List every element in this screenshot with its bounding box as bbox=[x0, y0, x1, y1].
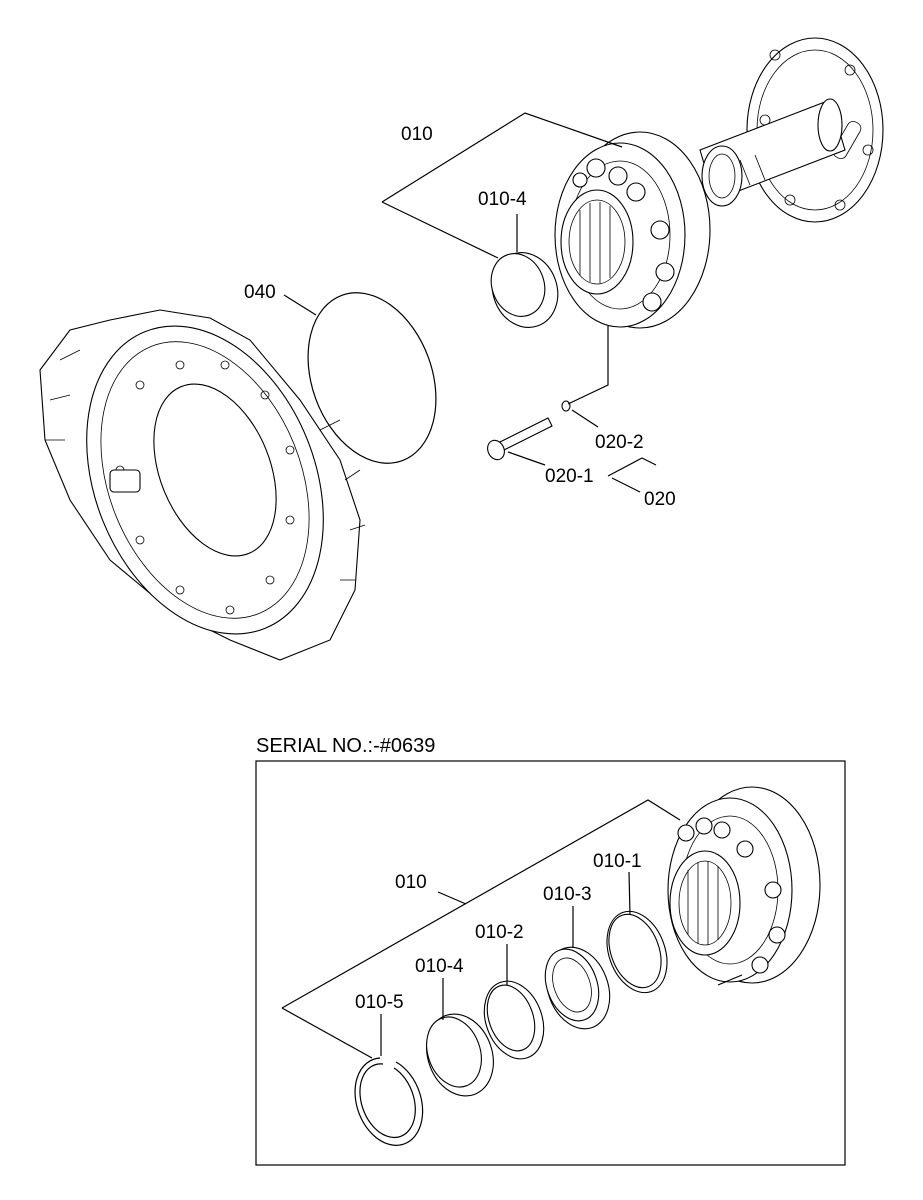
serial-variant-box bbox=[255, 760, 846, 1166]
o-ring-040 bbox=[307, 292, 437, 464]
seal-ring-010-4-lower bbox=[426, 1013, 494, 1097]
label-serial-010-1: 010-1 bbox=[593, 851, 642, 872]
label-serial-010-3: 010-3 bbox=[543, 884, 592, 905]
label-010-4: 010-4 bbox=[478, 189, 527, 210]
bearing-010-3 bbox=[544, 946, 611, 1030]
snap-ring-010-5 bbox=[354, 1057, 424, 1146]
bearing-housing-lower bbox=[667, 786, 821, 984]
label-serial-010: 010 bbox=[395, 872, 427, 893]
label-serial-010-5: 010-5 bbox=[355, 992, 404, 1013]
seal-ring-010-4-upper bbox=[490, 252, 559, 328]
bolt-020-1 bbox=[487, 417, 553, 461]
ring-010-1 bbox=[606, 910, 668, 994]
label-020: 020 bbox=[644, 489, 676, 510]
pin-020-2 bbox=[561, 400, 571, 412]
main-housing bbox=[39, 309, 366, 661]
label-020-1: 020-1 bbox=[545, 466, 594, 487]
label-serial-010-2: 010-2 bbox=[475, 922, 524, 943]
label-020-2: 020-2 bbox=[595, 432, 644, 453]
leader-lines-upper bbox=[283, 112, 657, 493]
label-010: 010 bbox=[401, 124, 433, 145]
ring-010-2 bbox=[483, 980, 545, 1060]
output-shaft-flange bbox=[699, 37, 884, 223]
bearing-housing-upper bbox=[554, 131, 711, 329]
leader-lines-lower bbox=[281, 799, 743, 1059]
label-040: 040 bbox=[244, 282, 276, 303]
label-serial-010-4: 010-4 bbox=[415, 956, 464, 977]
serial-number-caption: SERIAL NO.:-#0639 bbox=[256, 735, 435, 757]
